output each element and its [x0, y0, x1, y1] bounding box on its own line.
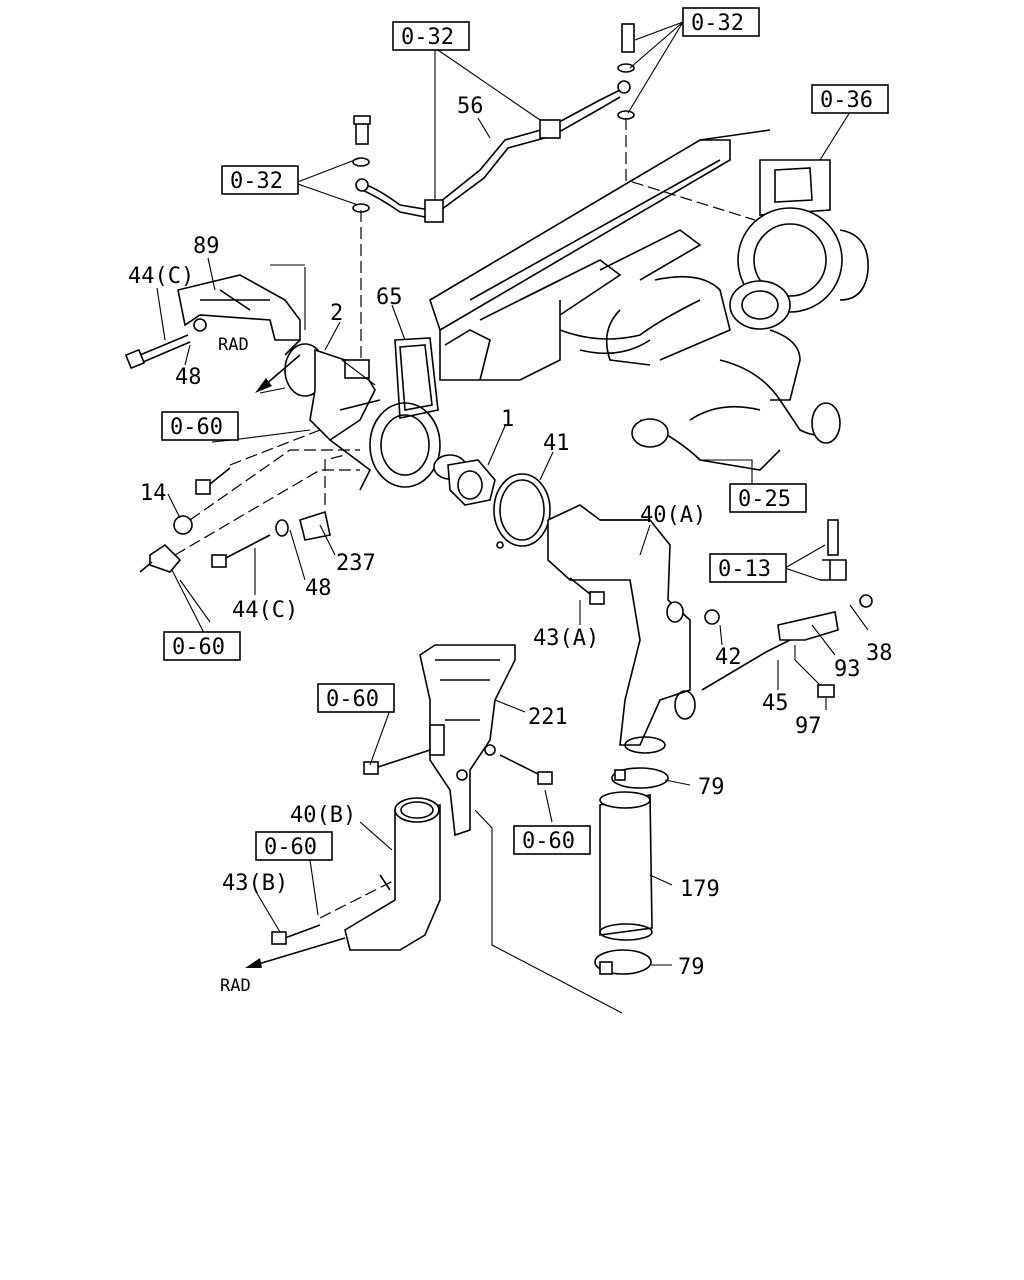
ref-box-0-60-a[interactable]: 0-60 — [161, 411, 239, 441]
callout-40a: 40(A) — [640, 503, 706, 528]
hose-179 — [599, 791, 653, 941]
callout-93: 93 — [834, 657, 861, 682]
bracket-221 — [419, 644, 623, 1014]
callout-45: 45 — [762, 691, 789, 716]
callout-2: 2 — [330, 301, 343, 326]
ref-label: 0-60 — [170, 415, 223, 440]
callout-89: 89 — [193, 234, 220, 259]
gasket-41 — [493, 473, 551, 549]
callout-65: 65 — [376, 285, 403, 310]
callout-44c-top: 44(C) — [128, 264, 194, 289]
ref-label: 0-25 — [738, 487, 791, 512]
clamp-79-bottom — [594, 949, 652, 975]
nut-42 — [704, 609, 720, 625]
callout-38: 38 — [866, 641, 893, 666]
rad-label-top: RAD — [218, 335, 249, 355]
ref-box-0-60-e[interactable]: 0-60 — [255, 831, 333, 861]
bolt-44c-top — [124, 318, 207, 370]
thermostat-1 — [433, 454, 496, 506]
bracket-89 — [177, 264, 306, 356]
callout-43b: 43(B) — [222, 871, 288, 896]
clamp-79-top — [611, 767, 669, 789]
ref-box-0-60-d[interactable]: 0-60 — [513, 825, 591, 855]
ref-label: 0-32 — [230, 169, 283, 194]
ref-box-0-32-left[interactable]: 0-32 — [221, 165, 299, 195]
callout-79-top: 79 — [698, 775, 725, 800]
bolt-43a — [569, 577, 605, 605]
gasket-65 — [394, 337, 439, 419]
ref-box-0-32-mid[interactable]: 0-32 — [392, 21, 470, 51]
callout-48-mid: 48 — [305, 576, 332, 601]
ref-label: 0-60 — [522, 829, 575, 854]
bolt-43b — [271, 879, 396, 945]
callout-40b: 40(B) — [290, 803, 356, 828]
ref-label: 0-36 — [820, 88, 873, 113]
ref-box-0-60-b[interactable]: 0-60 — [163, 631, 241, 661]
rad-arrow-top — [255, 354, 301, 393]
callout-48-top: 48 — [175, 365, 202, 390]
callout-221: 221 — [528, 705, 568, 730]
callout-179: 179 — [680, 877, 720, 902]
rad-arrow-bottom — [245, 937, 346, 968]
ref-label: 0-60 — [172, 635, 225, 660]
leader-lines — [156, 21, 869, 966]
left-side-parts — [139, 429, 360, 573]
callout-1: 1 — [501, 407, 514, 432]
callout-14: 14 — [140, 481, 167, 506]
pipe-40b — [344, 797, 441, 951]
ref-label: 0-13 — [718, 557, 771, 582]
turbocharger — [631, 159, 869, 471]
callout-97: 97 — [795, 714, 822, 739]
ref-box-0-13[interactable]: 0-13 — [709, 553, 787, 583]
ref-label: 0-60 — [264, 835, 317, 860]
ref-box-0-60-c[interactable]: 0-60 — [317, 683, 395, 713]
ref-box-0-36[interactable]: 0-36 — [811, 84, 889, 114]
ref-label: 0-60 — [326, 687, 379, 712]
callout-42: 42 — [715, 645, 742, 670]
engine-manifold — [429, 129, 771, 381]
ref-label: 0-32 — [401, 25, 454, 50]
rad-label-bottom: RAD — [220, 976, 251, 996]
callout-41: 41 — [543, 431, 570, 456]
pipe-56 — [355, 80, 631, 223]
callout-56: 56 — [457, 94, 484, 119]
callout-43a: 43(A) — [533, 626, 599, 651]
ref-box-0-32-right[interactable]: 0-32 — [682, 7, 760, 37]
ref-box-0-25[interactable]: 0-25 — [729, 483, 807, 513]
thermostat-housing-2 — [284, 343, 441, 505]
ref-label: 0-32 — [691, 11, 744, 36]
pipe-40a — [547, 504, 696, 754]
callout-237: 237 — [336, 551, 376, 576]
callout-44c-mid: 44(C) — [232, 598, 298, 623]
callout-79-bottom: 79 — [678, 955, 705, 980]
bracket-93 — [701, 519, 873, 698]
bolts-top — [352, 23, 756, 365]
